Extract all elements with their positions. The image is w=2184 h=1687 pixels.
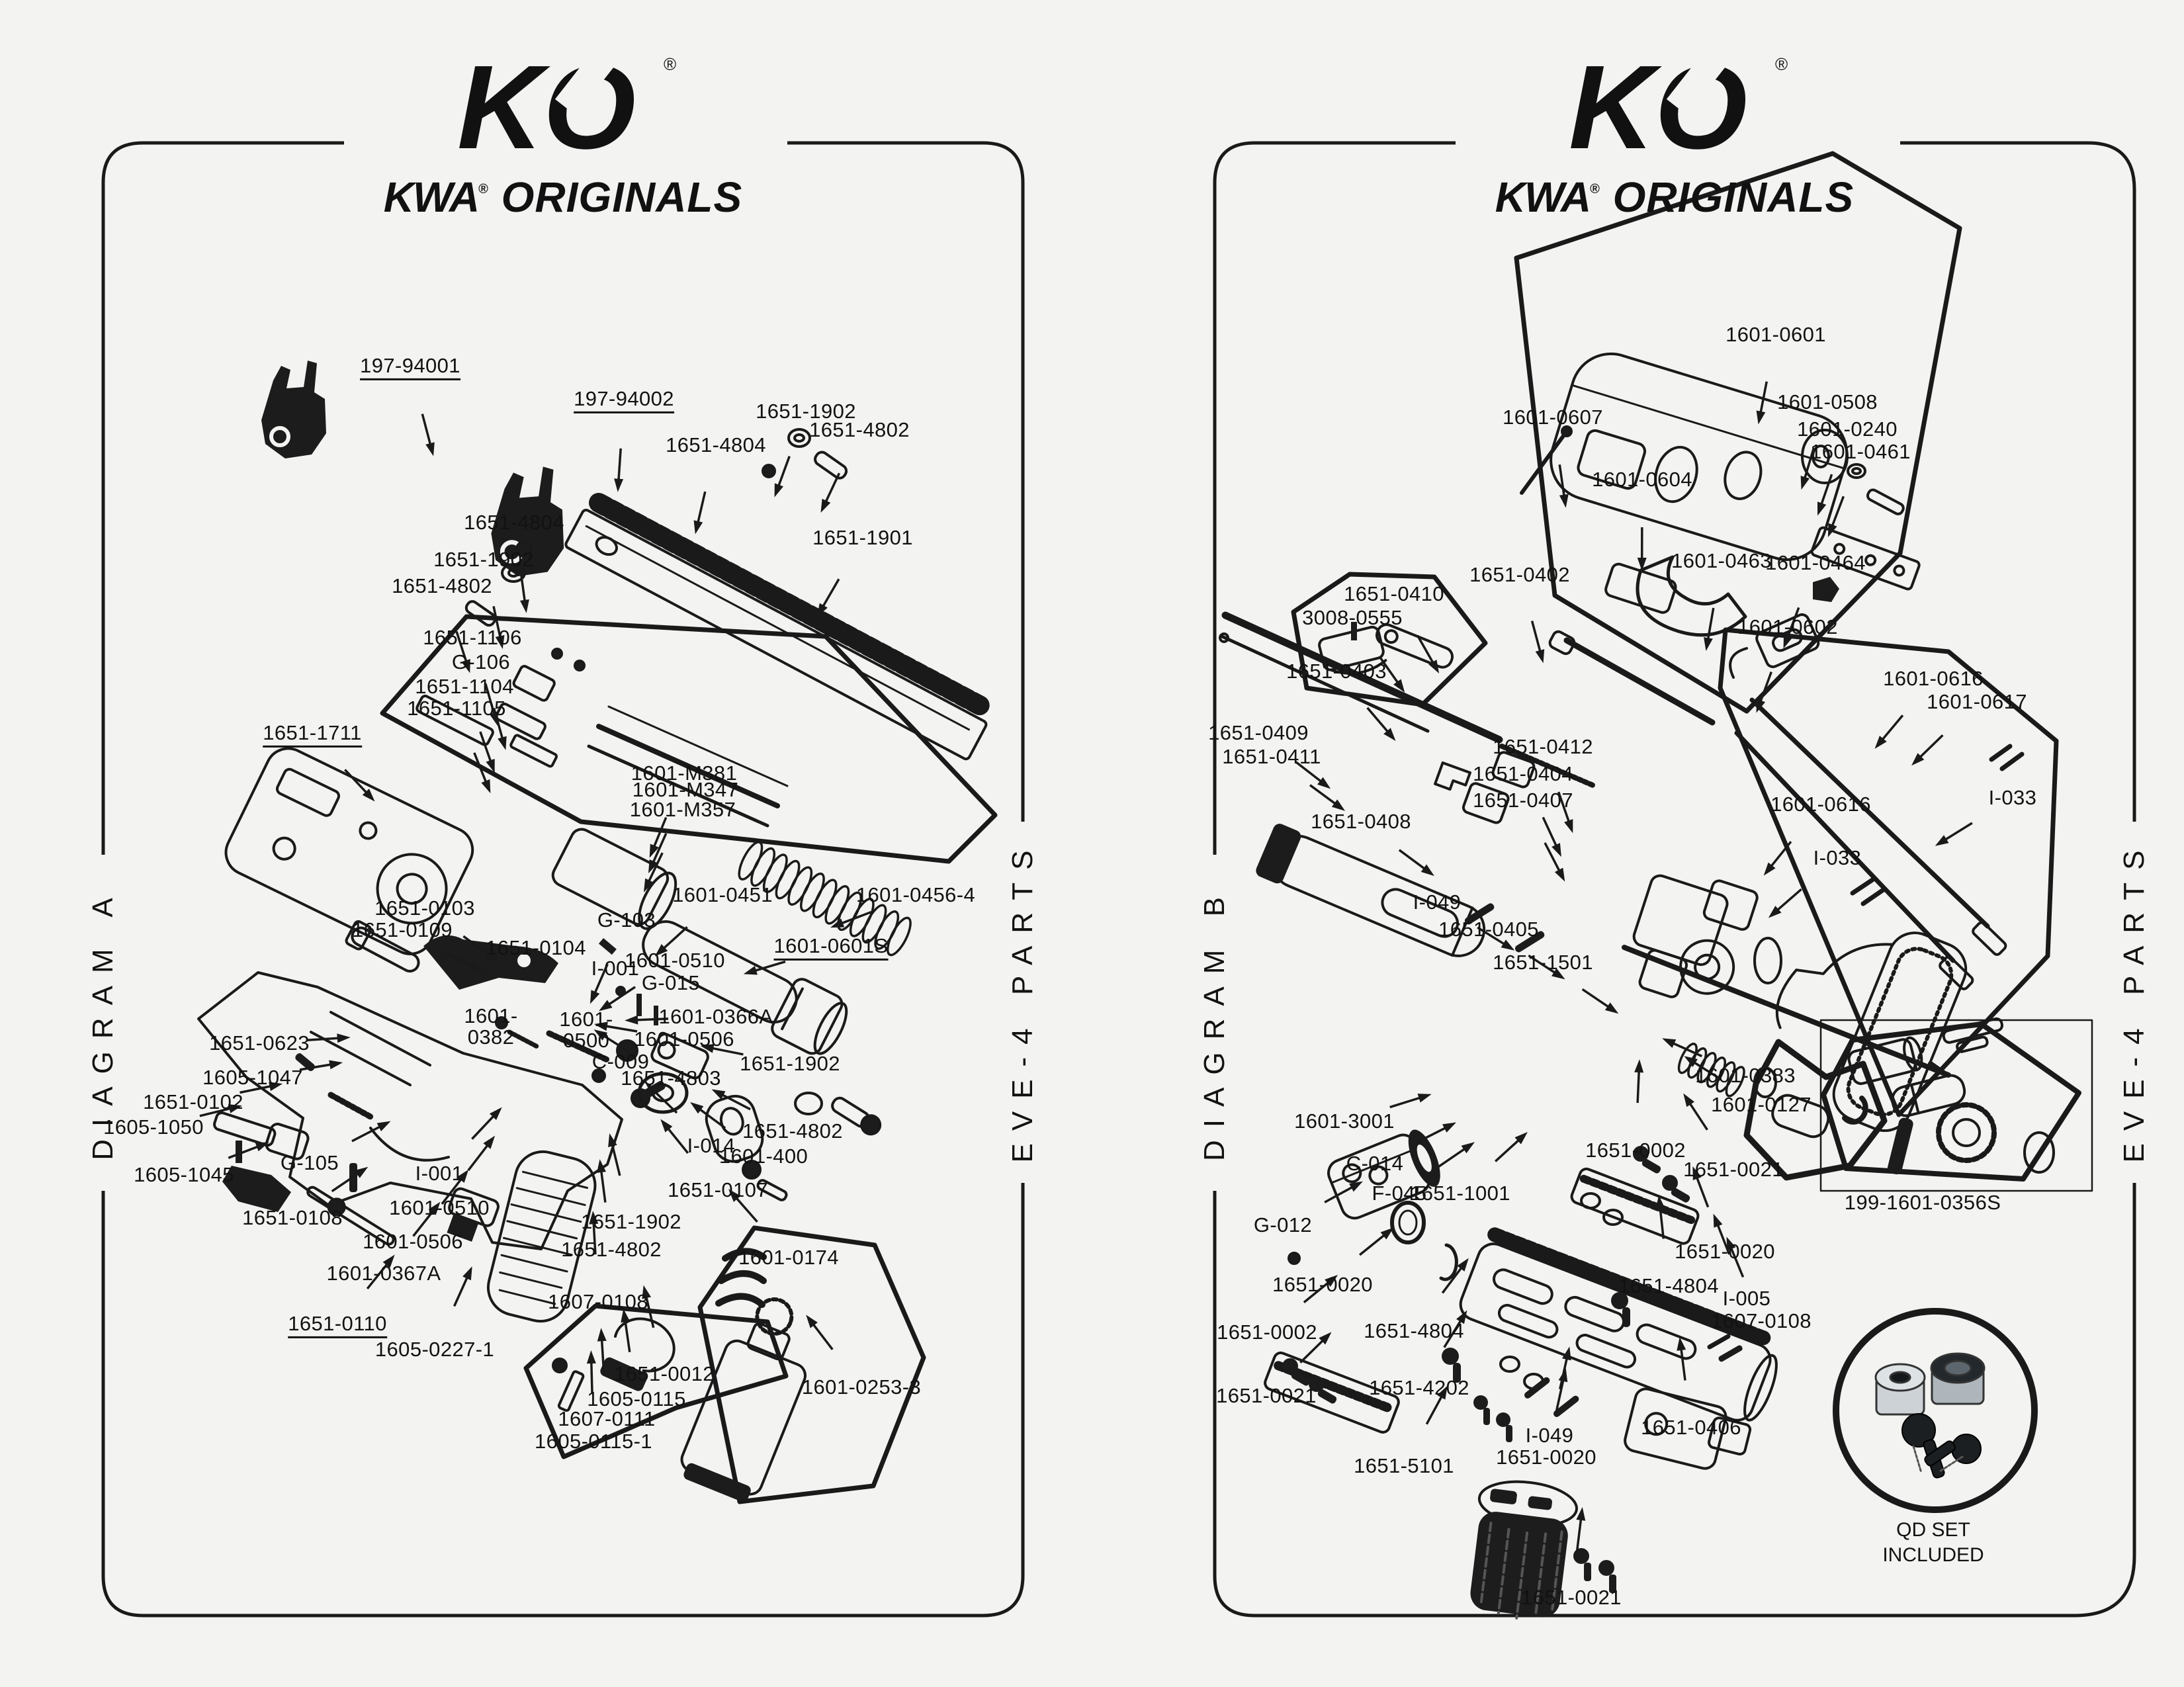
qd-set-note: QD SET INCLUDED [1882,1518,1984,1567]
rail-panels-drawing [1264,1146,1700,1442]
rail-screws-drawing [464,428,848,627]
rods-drawing [1219,611,1716,824]
qd-set-note-line2: INCLUDED [1882,1543,1984,1566]
wordmark-originals: ORIGINALS [1612,173,1855,221]
stock-group-outline [1718,627,2059,1117]
upper-receiver-drawing [1550,352,1849,561]
wordmark-kwa: KWA [1495,173,1591,221]
vertical-grip-drawing [1470,1480,1579,1620]
grip-screws-drawing [1573,1548,1616,1593]
ko-mark-reg: ® [664,54,676,74]
ko-mark-slash [554,51,614,116]
stock-mount-drawing [1624,1334,1752,1470]
ko-mark: KO ® [1569,41,1788,174]
eve4-parts-label-a: EVE-4 PARTS [1006,838,1039,1163]
wordmark-originals: ORIGINALS [501,173,743,221]
front-sight-drawing [491,466,564,577]
wordmark: KWA® ORIGINALS [1423,173,1926,222]
ko-mark-reg: ® [1775,54,1788,74]
motor-drawing [680,1297,807,1502]
wordmark-kwa: KWA [383,173,480,221]
top-rail-drawing [564,493,992,761]
pin-0607-head [1561,425,1573,437]
wordmark-reg: ® [1590,182,1600,196]
gearbox-shell-drawing [224,648,789,955]
diagram-b-artwork [1219,151,2093,1620]
qs-gearbox-box [1819,1017,2093,1192]
buffer-group-drawing [1677,1039,1888,1181]
upper-receiver-group-outline [1514,151,1962,714]
brand-logo-a: KO ® KWA® ORIGINALS [312,41,814,222]
ko-mark-slash [1666,51,1725,116]
left-small-parts-drawing [213,1053,500,1246]
wordmark: KWA® ORIGINALS [312,173,814,222]
motor-spring-drawing [715,1248,767,1308]
receiver-small-parts-drawing [1801,429,1921,602]
ko-mark: KO ® [457,41,676,174]
outer-barrel-a-drawing [642,920,848,1055]
leader-arrows [199,381,1973,1551]
brand-logo-b: KO ® KWA® ORIGINALS [1423,41,1926,222]
trigger-group-drawing [345,920,709,1108]
motor-group-outline [697,1225,926,1504]
main-spring-drawing [738,841,912,957]
rod-1501-drawing [1622,945,1951,1078]
qd-set-note-line1: QD SET [1896,1519,1970,1541]
deflector-drawing [1604,555,1747,637]
gearbox-group-outline [380,614,998,864]
selector-group-outline [523,1303,789,1459]
diagram-b-side-label: DIAGRAM B [1198,885,1231,1161]
outer-barrel-b-drawing [1256,824,1486,957]
hopup-parts-drawing [1318,622,1454,675]
rear-sight-drawing [261,361,326,458]
diagram-a-artwork [197,361,998,1504]
hopup-group-outline [1291,572,1488,707]
diagram-a-side-label: DIAGRAM A [87,885,119,1160]
panel-b-frame [1213,141,2136,1618]
pistol-grip-drawing [486,1150,597,1323]
qd-set-photo [1833,1308,2038,1513]
cylinder-drawing [551,828,677,930]
flash-hider-drawing [1288,1129,1458,1281]
eve4-parts-label-b: EVE-4 PARTS [2118,838,2150,1163]
panel-a-frame [101,141,1025,1618]
pin-0607-drawing [1520,429,1569,495]
wordmark-reg: ® [478,182,489,196]
